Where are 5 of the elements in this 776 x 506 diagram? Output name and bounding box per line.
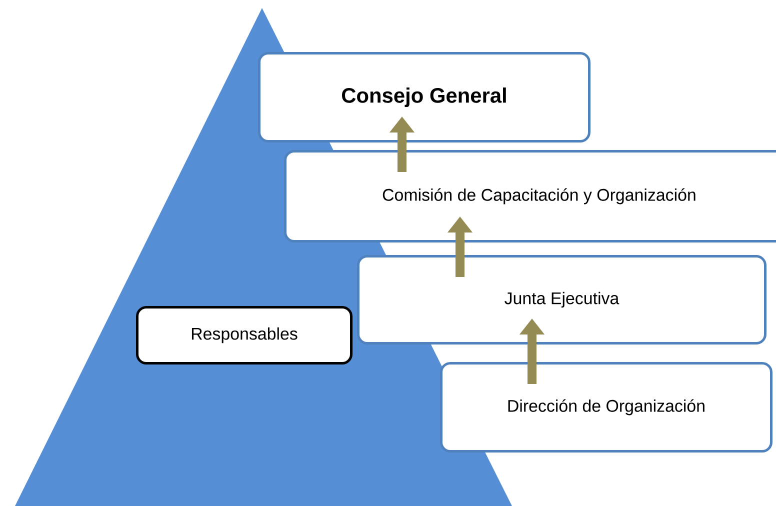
org-box: Responsables	[136, 306, 352, 364]
org-box: Consejo General	[258, 52, 590, 142]
org-box: Comisión de Capacitación y Organización	[284, 150, 776, 242]
org-box: Dirección de Organización	[440, 362, 772, 452]
org-box: Junta Ejecutiva	[357, 255, 766, 344]
